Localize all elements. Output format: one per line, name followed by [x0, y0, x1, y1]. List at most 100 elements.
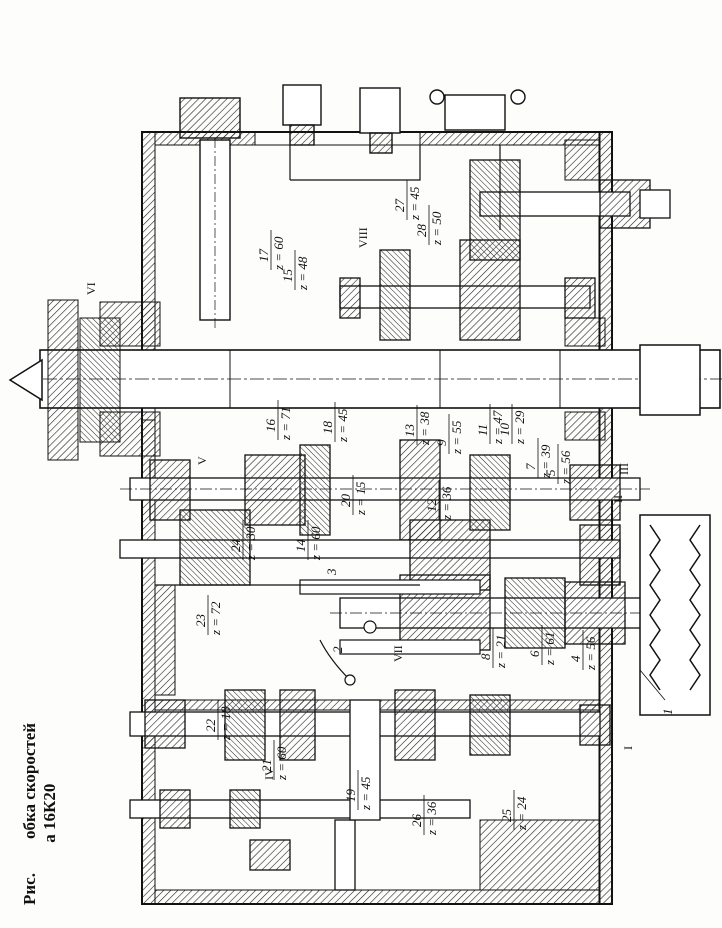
gear-teeth: z = 30	[243, 526, 258, 561]
control-knobs	[179, 84, 526, 330]
shaft-II	[119, 509, 621, 591]
gear-number: 14	[293, 539, 308, 553]
shaft-label-IV: IV	[262, 767, 276, 780]
gear-teeth: z = 36	[424, 801, 439, 836]
gear-number: 8	[478, 653, 493, 660]
gear-number: 22	[203, 719, 218, 733]
gear-teeth: z = 38	[417, 411, 432, 446]
gear-number: 15	[280, 269, 295, 283]
pulley	[639, 514, 711, 716]
callouts: 1 2 3	[324, 568, 675, 715]
gear-number: 19	[343, 789, 358, 803]
gear-number: 28	[414, 224, 429, 238]
gear-teeth: z = 24	[514, 796, 529, 831]
figure-caption-line2: а 16К20	[40, 784, 60, 905]
gear-teeth: z = 21	[493, 635, 508, 669]
gear-number: 9	[434, 439, 449, 446]
shaft-label-III: III	[617, 463, 631, 475]
gear-teeth: z = 60	[271, 236, 286, 271]
gear-number: 12	[424, 499, 439, 513]
figure-caption: Рис. обка скоростей	[20, 723, 40, 905]
gear-number: 16	[263, 419, 278, 433]
gear-teeth: z = 48	[295, 256, 310, 291]
caption-line2: а 16К20	[40, 783, 59, 843]
gear-teeth: z = 71	[278, 407, 293, 441]
gear-number: 18	[320, 421, 335, 435]
callout-3: 3	[324, 568, 339, 576]
gear-number: 17	[256, 249, 271, 263]
shaft-label-I: I	[621, 746, 635, 750]
gear-number: 25	[499, 809, 514, 823]
shaft-label-V: V	[195, 456, 209, 465]
housing-partitions	[155, 145, 501, 586]
gear-teeth: z = 29	[512, 410, 527, 445]
spindle-shaft-VI	[8, 299, 722, 461]
gear-teeth: z = 72	[208, 601, 223, 636]
gear-teeth: z = 45	[335, 408, 350, 443]
gear-number: 11	[475, 424, 490, 436]
gear-number: 13	[402, 424, 417, 438]
gear-teeth: z = 56	[583, 636, 598, 671]
shaft-label-VI: VI	[84, 282, 98, 295]
shaft-top	[469, 159, 671, 261]
gear-teeth: z = 39	[538, 444, 553, 479]
gear-number: 20	[338, 494, 353, 508]
gear-teeth: z = 61	[542, 632, 557, 666]
gear-number: 27	[392, 199, 407, 213]
shaft-label-II: II	[611, 495, 625, 503]
shaft-V	[120, 439, 650, 541]
gear-teeth: z = 50	[429, 211, 444, 246]
gear-number: 5	[543, 469, 558, 476]
shaft-label-VIII: VIII	[356, 227, 370, 248]
gear-teeth: z = 55	[449, 420, 464, 455]
caption-line1: обка скоростей	[20, 722, 39, 840]
gear-number: 24	[228, 539, 243, 553]
gear-teeth: z = 60	[274, 746, 289, 781]
gear-teeth: z = 47	[490, 410, 505, 445]
shaft-VII	[299, 579, 481, 686]
gear-number: 26	[409, 814, 424, 828]
gear-number: 23	[193, 614, 208, 628]
gear-number: 4	[568, 655, 583, 662]
gear-teeth: z = 18	[218, 706, 233, 741]
callout-1: 1	[660, 709, 675, 716]
gear-teeth: z = 60	[308, 526, 323, 561]
shaft-labels: VI VIII V III II VII IV I	[84, 227, 635, 780]
shaft-VIII	[339, 239, 596, 341]
callout-2: 2	[330, 646, 345, 653]
shaft-lower	[129, 699, 471, 891]
gear-number: 10	[497, 423, 512, 437]
gear-number: 21	[259, 759, 274, 772]
gear-teeth: z = 45	[358, 776, 373, 811]
gear-number: 6	[527, 650, 542, 657]
gear-teeth: z = 15	[353, 481, 368, 516]
gear-teeth: z = 36	[439, 486, 454, 521]
caption-prefix: Рис.	[20, 873, 39, 905]
